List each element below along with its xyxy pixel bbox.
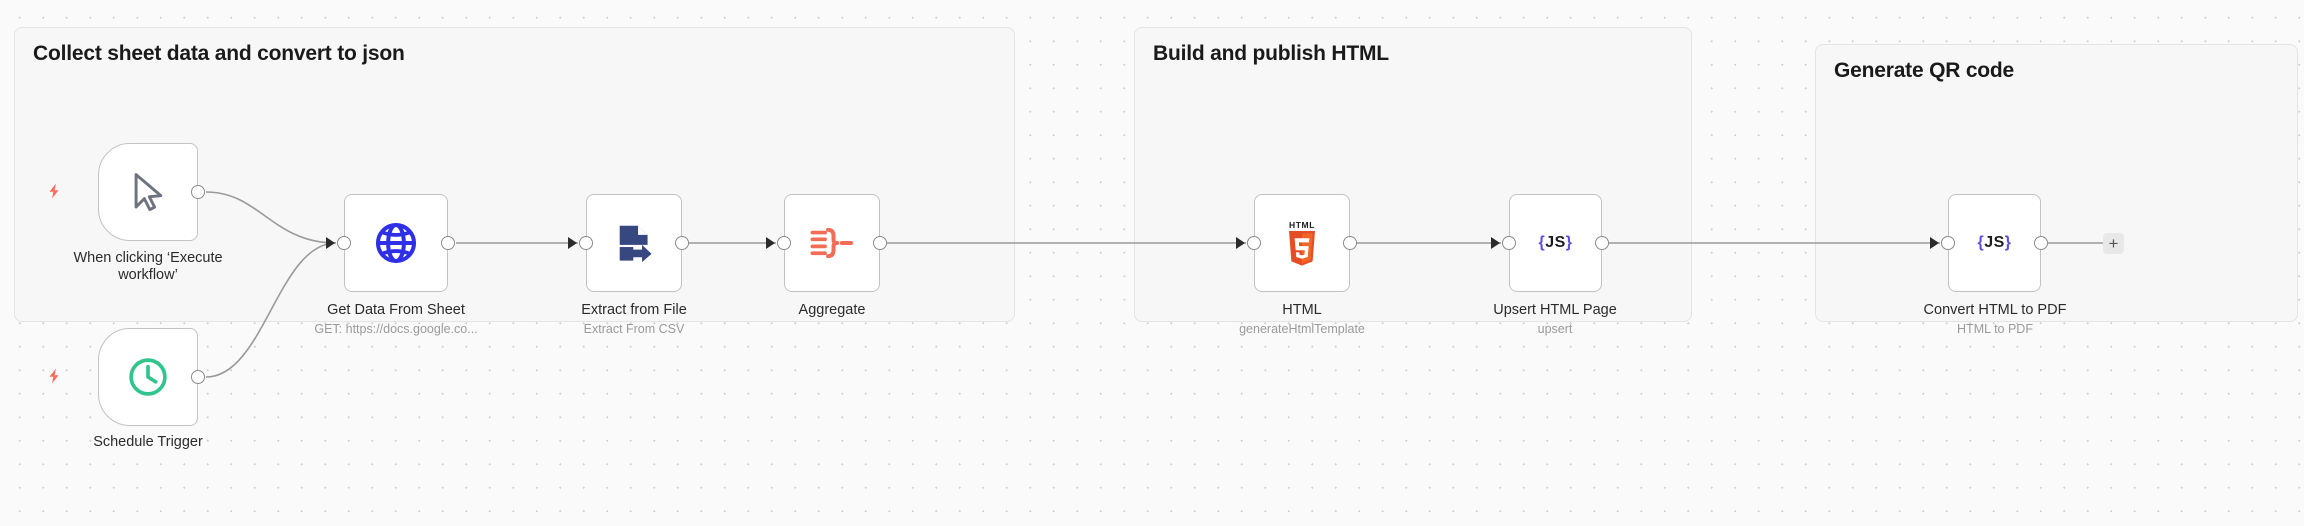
node-label-aggregate: Aggregate	[798, 302, 866, 318]
mouse-pointer-icon	[126, 170, 170, 214]
node-label-get-data-from-sheet: Get Data From Sheet	[327, 302, 465, 318]
globe-icon	[373, 220, 419, 266]
node-html[interactable]: HTML	[1236, 194, 1357, 292]
node-output-endpoint[interactable]	[191, 370, 205, 384]
node-label-schedule-trigger: Schedule Trigger	[93, 434, 203, 450]
html5-word-label: HTML	[1288, 219, 1315, 230]
node-extract-from-file[interactable]	[568, 194, 689, 292]
trigger-bolt-icon	[45, 365, 63, 387]
code-js-text: JS	[1984, 234, 2005, 251]
add-node-button[interactable]: +	[2103, 233, 2124, 254]
node-convert-html-to-pdf[interactable]: {JS}	[1930, 194, 2048, 292]
code-close-brace: }	[2004, 234, 2012, 251]
node-output-endpoint[interactable]	[191, 185, 205, 199]
node-label-when-clicking-execute-workflow: When clicking ‘Execute workflow’	[73, 250, 223, 283]
file-export-icon	[612, 221, 656, 265]
node-output-endpoint[interactable]	[675, 236, 689, 250]
javascript-code-icon: {JS}	[1977, 234, 2011, 252]
node-sublabel-upsert-html-page: upsert	[1537, 322, 1573, 336]
node-sublabel-convert-html-to-pdf: HTML to PDF	[1957, 322, 2033, 336]
node-input-arrow-icon	[766, 237, 775, 249]
javascript-code-icon: {JS}	[1538, 234, 1572, 252]
node-sublabel-get-data-from-sheet: GET: https://docs.google.co...	[314, 322, 478, 336]
node-input-arrow-icon	[1236, 237, 1245, 249]
code-open-brace: {	[1977, 234, 1985, 251]
lightning-bolt-icon	[49, 368, 59, 384]
node-sublabel-html: generateHtmlTemplate	[1239, 322, 1365, 336]
sticky-note-title: Generate QR code	[1834, 59, 2015, 82]
node-input-arrow-icon	[326, 237, 335, 249]
node-when-clicking-execute-workflow[interactable]	[98, 143, 205, 241]
node-upsert-html-page[interactable]: {JS}	[1491, 194, 1609, 292]
node-get-data-from-sheet[interactable]	[326, 194, 455, 292]
lightning-bolt-icon	[49, 183, 59, 199]
node-output-endpoint[interactable]	[2034, 236, 2048, 250]
html5-icon: HTML	[1286, 220, 1318, 267]
sticky-note-qr[interactable]: Generate QR code	[1815, 44, 2298, 322]
code-js-text: JS	[1545, 234, 1566, 251]
node-aggregate[interactable]	[766, 194, 887, 292]
sticky-note-build[interactable]: Build and publish HTML	[1134, 27, 1692, 322]
node-label-upsert-html-page: Upsert HTML Page	[1493, 302, 1617, 318]
node-output-endpoint[interactable]	[873, 236, 887, 250]
node-label-extract-from-file: Extract from File	[581, 302, 687, 318]
node-input-endpoint[interactable]	[337, 236, 351, 250]
sticky-note-title: Build and publish HTML	[1153, 42, 1389, 65]
aggregate-merge-icon	[809, 224, 855, 262]
trigger-bolt-icon	[45, 180, 63, 202]
node-input-endpoint[interactable]	[1502, 236, 1516, 250]
node-schedule-trigger[interactable]	[98, 328, 205, 426]
node-input-endpoint[interactable]	[1247, 236, 1261, 250]
node-input-arrow-icon	[1491, 237, 1500, 249]
sticky-note-title: Collect sheet data and convert to json	[33, 42, 405, 65]
node-sublabel-extract-from-file: Extract From CSV	[583, 322, 685, 336]
node-label-convert-html-to-pdf: Convert HTML to PDF	[1923, 302, 2067, 318]
clock-icon	[126, 355, 170, 399]
plus-icon: +	[2108, 234, 2119, 253]
node-output-endpoint[interactable]	[441, 236, 455, 250]
node-input-arrow-icon	[1930, 237, 1939, 249]
code-open-brace: {	[1538, 234, 1546, 251]
node-output-endpoint[interactable]	[1595, 236, 1609, 250]
node-input-arrow-icon	[568, 237, 577, 249]
node-label-html: HTML	[1282, 302, 1322, 318]
node-input-endpoint[interactable]	[777, 236, 791, 250]
code-close-brace: }	[1565, 234, 1573, 251]
node-input-endpoint[interactable]	[579, 236, 593, 250]
node-input-endpoint[interactable]	[1941, 236, 1955, 250]
node-output-endpoint[interactable]	[1343, 236, 1357, 250]
